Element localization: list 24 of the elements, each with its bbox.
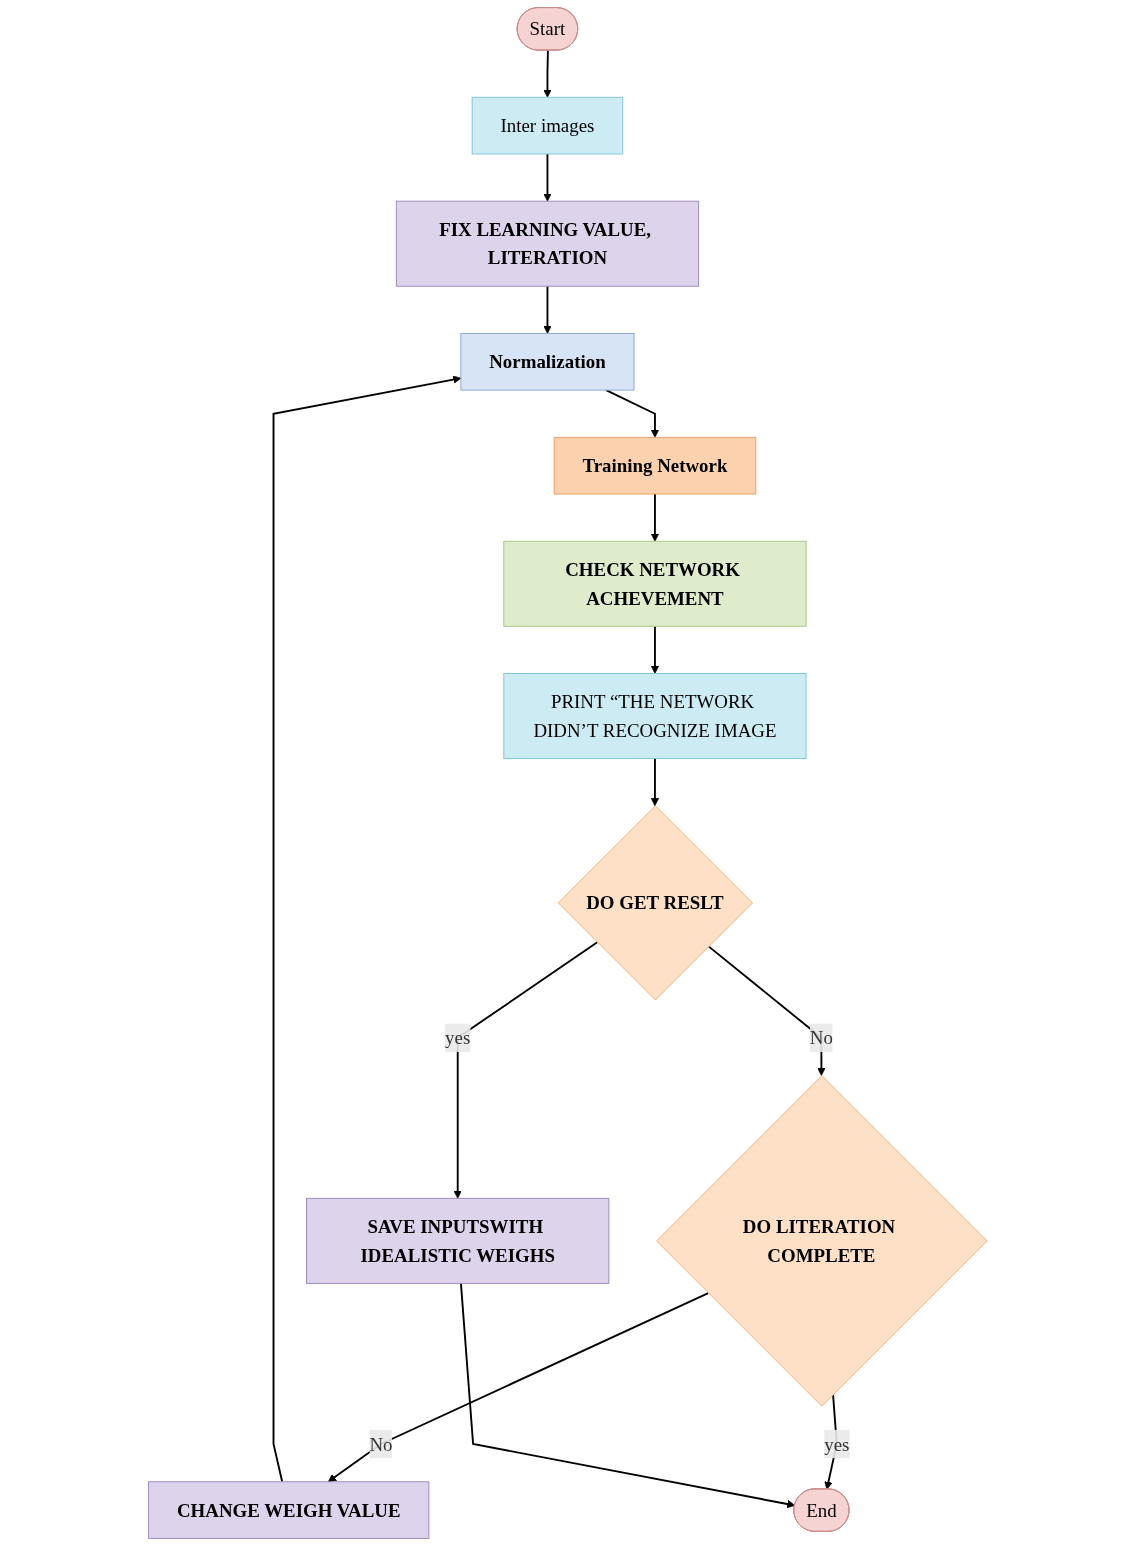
arrow	[542, 49, 552, 98]
edge-label: yes	[823, 1433, 850, 1455]
arrow	[542, 285, 552, 334]
arrow	[453, 941, 598, 1199]
node-box: SAVE INPUTSWITH IDEALISTIC WEIGHS	[305, 1197, 609, 1284]
arrow	[542, 153, 552, 202]
arrow	[327, 1292, 709, 1483]
arrow	[459, 1282, 795, 1509]
node-box: CHECK NETWORK ACHEVEMENT	[502, 540, 807, 627]
node-box: Training Network	[553, 436, 756, 495]
edge-label: No	[809, 1027, 833, 1049]
node-diamond: DO LITERATION COMPLETE	[655, 1075, 988, 1407]
node-box: PRINT “THE NETWORK DIDN’T RECOGNIZE IMAGE	[502, 673, 807, 759]
arrow	[650, 757, 659, 807]
edge-label: yes	[444, 1027, 470, 1049]
node-box: Normalization	[460, 332, 635, 391]
arrow	[272, 375, 461, 1483]
node-box: Inter images	[471, 96, 623, 155]
node-box: CHANGE WEIGH VALUE	[147, 1481, 429, 1539]
arrow	[650, 625, 659, 674]
edge-label: No	[369, 1433, 393, 1455]
arrow	[650, 493, 659, 542]
node-box: FIX LEARNING VALUE, LITERATION	[395, 200, 699, 287]
node-diamond: DO GET RESLT	[557, 805, 753, 1001]
